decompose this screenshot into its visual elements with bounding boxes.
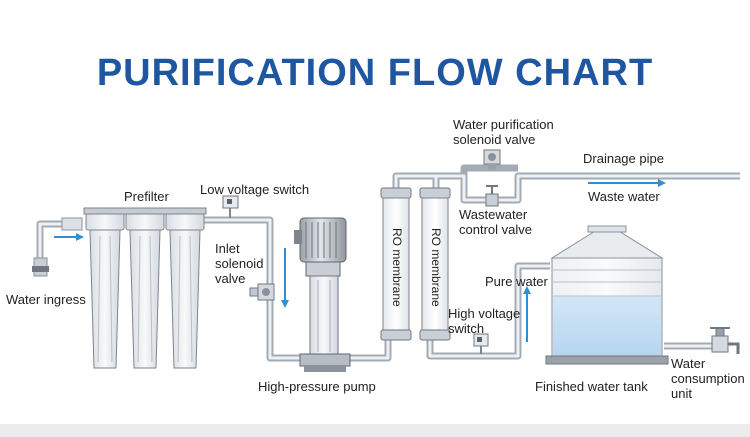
label-drainage-pipe: Drainage pipe xyxy=(583,151,664,166)
label-water-consumption-unit: Water consumption unit xyxy=(671,356,745,401)
label-high-pressure-pump: High-pressure pump xyxy=(258,379,376,394)
prefilter-housings xyxy=(83,207,207,369)
prefilter-housing-3 xyxy=(165,211,205,369)
pure-water-flow-arrow xyxy=(523,286,531,342)
pump-inlet-flow-arrow xyxy=(281,248,289,308)
prefilter-housing-1 xyxy=(85,211,125,369)
page-title: PURIFICATION FLOW CHART xyxy=(96,52,654,94)
label-waste-water: Waste water xyxy=(588,189,660,204)
bottom-divider-band xyxy=(0,424,750,437)
wastewater-control-valve xyxy=(485,185,499,207)
water-consumption-tap xyxy=(710,327,740,354)
label-wastewater-control-valve: Wastewater control valve xyxy=(459,207,532,237)
high-voltage-switch xyxy=(473,333,489,354)
label-water-purification-solenoid-valve: Water purification solenoid valve xyxy=(453,117,554,147)
label-inlet-solenoid-valve: Inlet solenoid valve xyxy=(215,241,264,286)
purification-branch xyxy=(460,164,518,176)
finished-water-tank xyxy=(545,225,669,365)
label-high-voltage-switch: High voltage switch xyxy=(448,306,521,336)
label-water-ingress: Water ingress xyxy=(6,292,86,307)
label-prefilter: Prefilter xyxy=(124,189,169,204)
label-ro-membrane-2: RO membrane xyxy=(429,228,443,307)
ro-membranes xyxy=(380,187,451,341)
waste-water-flow-arrow xyxy=(588,179,666,187)
water-purification-solenoid-valve xyxy=(483,149,501,170)
label-low-voltage-switch: Low voltage switch xyxy=(200,182,310,197)
low-voltage-switch xyxy=(222,195,239,218)
flow-arrows xyxy=(54,179,666,342)
inlet-solenoid-valve xyxy=(249,283,275,301)
ro-membrane-housing-2 xyxy=(419,187,451,341)
ro-membrane-housing-1 xyxy=(380,187,412,341)
ingress-flow-arrow xyxy=(54,233,84,241)
prefilter-housing-2 xyxy=(125,211,165,369)
label-pure-water: Pure water xyxy=(485,274,548,289)
high-pressure-pump xyxy=(294,217,351,372)
label-ro-membrane-1: RO membrane xyxy=(390,228,404,307)
water-ingress-fitting xyxy=(32,217,83,277)
label-finished-water-tank: Finished water tank xyxy=(535,379,648,394)
